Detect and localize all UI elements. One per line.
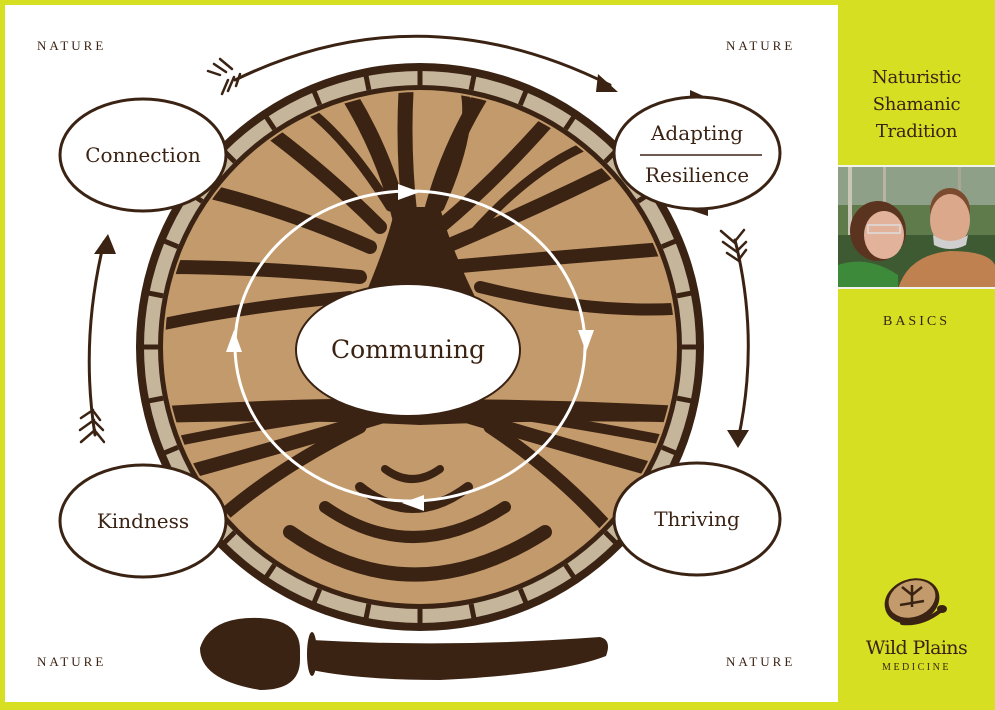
rim-tick bbox=[311, 89, 323, 106]
arrowhead-left-icon bbox=[402, 495, 424, 511]
medicine-wheel-diagram: Communing bbox=[58, 34, 782, 690]
arrowhead-down-icon bbox=[578, 330, 594, 352]
inner-cycle-arrowheads bbox=[226, 184, 594, 511]
sidebar-title: Naturistic Shamanic Tradition bbox=[838, 64, 995, 145]
rim-tick bbox=[661, 238, 678, 250]
diagram-panel: NATURE NATURE NATURE NATURE bbox=[5, 5, 838, 702]
outer-cycle-arrows bbox=[78, 34, 750, 444]
arrowhead-left-up-icon bbox=[94, 234, 116, 254]
rim-tick bbox=[363, 603, 372, 621]
corner-label-top-right: NATURE bbox=[726, 38, 796, 53]
rim-tick bbox=[661, 444, 678, 456]
logo-name: Wild Plains bbox=[865, 637, 968, 659]
rim-tick bbox=[517, 588, 529, 605]
drum: Communing bbox=[136, 63, 704, 631]
rim-tick bbox=[517, 89, 529, 106]
title-line-1: Naturistic bbox=[872, 67, 961, 88]
rim-tick bbox=[676, 290, 694, 299]
rim-tick bbox=[363, 73, 372, 91]
corner-label-bottom-right: NATURE bbox=[726, 654, 796, 669]
node-thriving: Thriving bbox=[612, 461, 782, 577]
rim-tick bbox=[162, 444, 179, 456]
rim-tick bbox=[563, 563, 577, 580]
node-kindness: Kindness bbox=[58, 463, 228, 579]
node-connection: Connection bbox=[58, 97, 228, 213]
node-resilience-label: Resilience bbox=[645, 163, 749, 187]
title-line-2: Shamanic bbox=[872, 94, 961, 115]
node-adapting-label: Adapting bbox=[650, 121, 743, 145]
center-node-label: Communing bbox=[331, 335, 485, 364]
rim-tick bbox=[263, 563, 277, 580]
rim-tick bbox=[221, 530, 237, 546]
rim-tick bbox=[263, 114, 277, 131]
corner-label-bottom-left: NATURE bbox=[37, 654, 107, 669]
arrow-right bbox=[733, 238, 750, 442]
arrow-top bbox=[233, 34, 612, 87]
rim-tick bbox=[311, 588, 323, 605]
node-kindness-label: Kindness bbox=[97, 509, 189, 533]
rim-tick bbox=[146, 290, 164, 299]
rim-tick bbox=[468, 603, 477, 621]
node-thriving-label: Thriving bbox=[654, 507, 740, 531]
sidebar: Naturistic Shamanic Tradition BASICS bbox=[838, 0, 995, 710]
section-label-basics: BASICS bbox=[882, 314, 951, 329]
rim-tick bbox=[146, 395, 164, 404]
arrowhead-top-right-icon bbox=[596, 74, 618, 92]
arrowhead-right-down-icon bbox=[727, 430, 749, 448]
arrowhead-right-icon bbox=[398, 184, 420, 200]
wild-plains-logo-icon bbox=[884, 578, 947, 626]
arrowhead-up-icon bbox=[226, 330, 242, 352]
corner-label-top-left: NATURE bbox=[37, 38, 107, 53]
node-connection-label: Connection bbox=[85, 143, 201, 167]
node-adapting-resilience: Adapting Resilience bbox=[612, 95, 782, 211]
rim-tick bbox=[468, 73, 477, 91]
rim-tick bbox=[162, 238, 179, 250]
rim-tick bbox=[676, 395, 694, 404]
logo-subtitle: MEDICINE bbox=[882, 662, 951, 673]
title-line-3: Tradition bbox=[875, 121, 958, 142]
arrow-left bbox=[87, 240, 106, 437]
center-node bbox=[295, 283, 521, 417]
photo bbox=[838, 165, 995, 289]
rim-tick bbox=[563, 114, 577, 131]
rim-tick bbox=[603, 530, 619, 546]
drumstick-icon bbox=[200, 617, 608, 690]
photo-image bbox=[838, 165, 995, 289]
